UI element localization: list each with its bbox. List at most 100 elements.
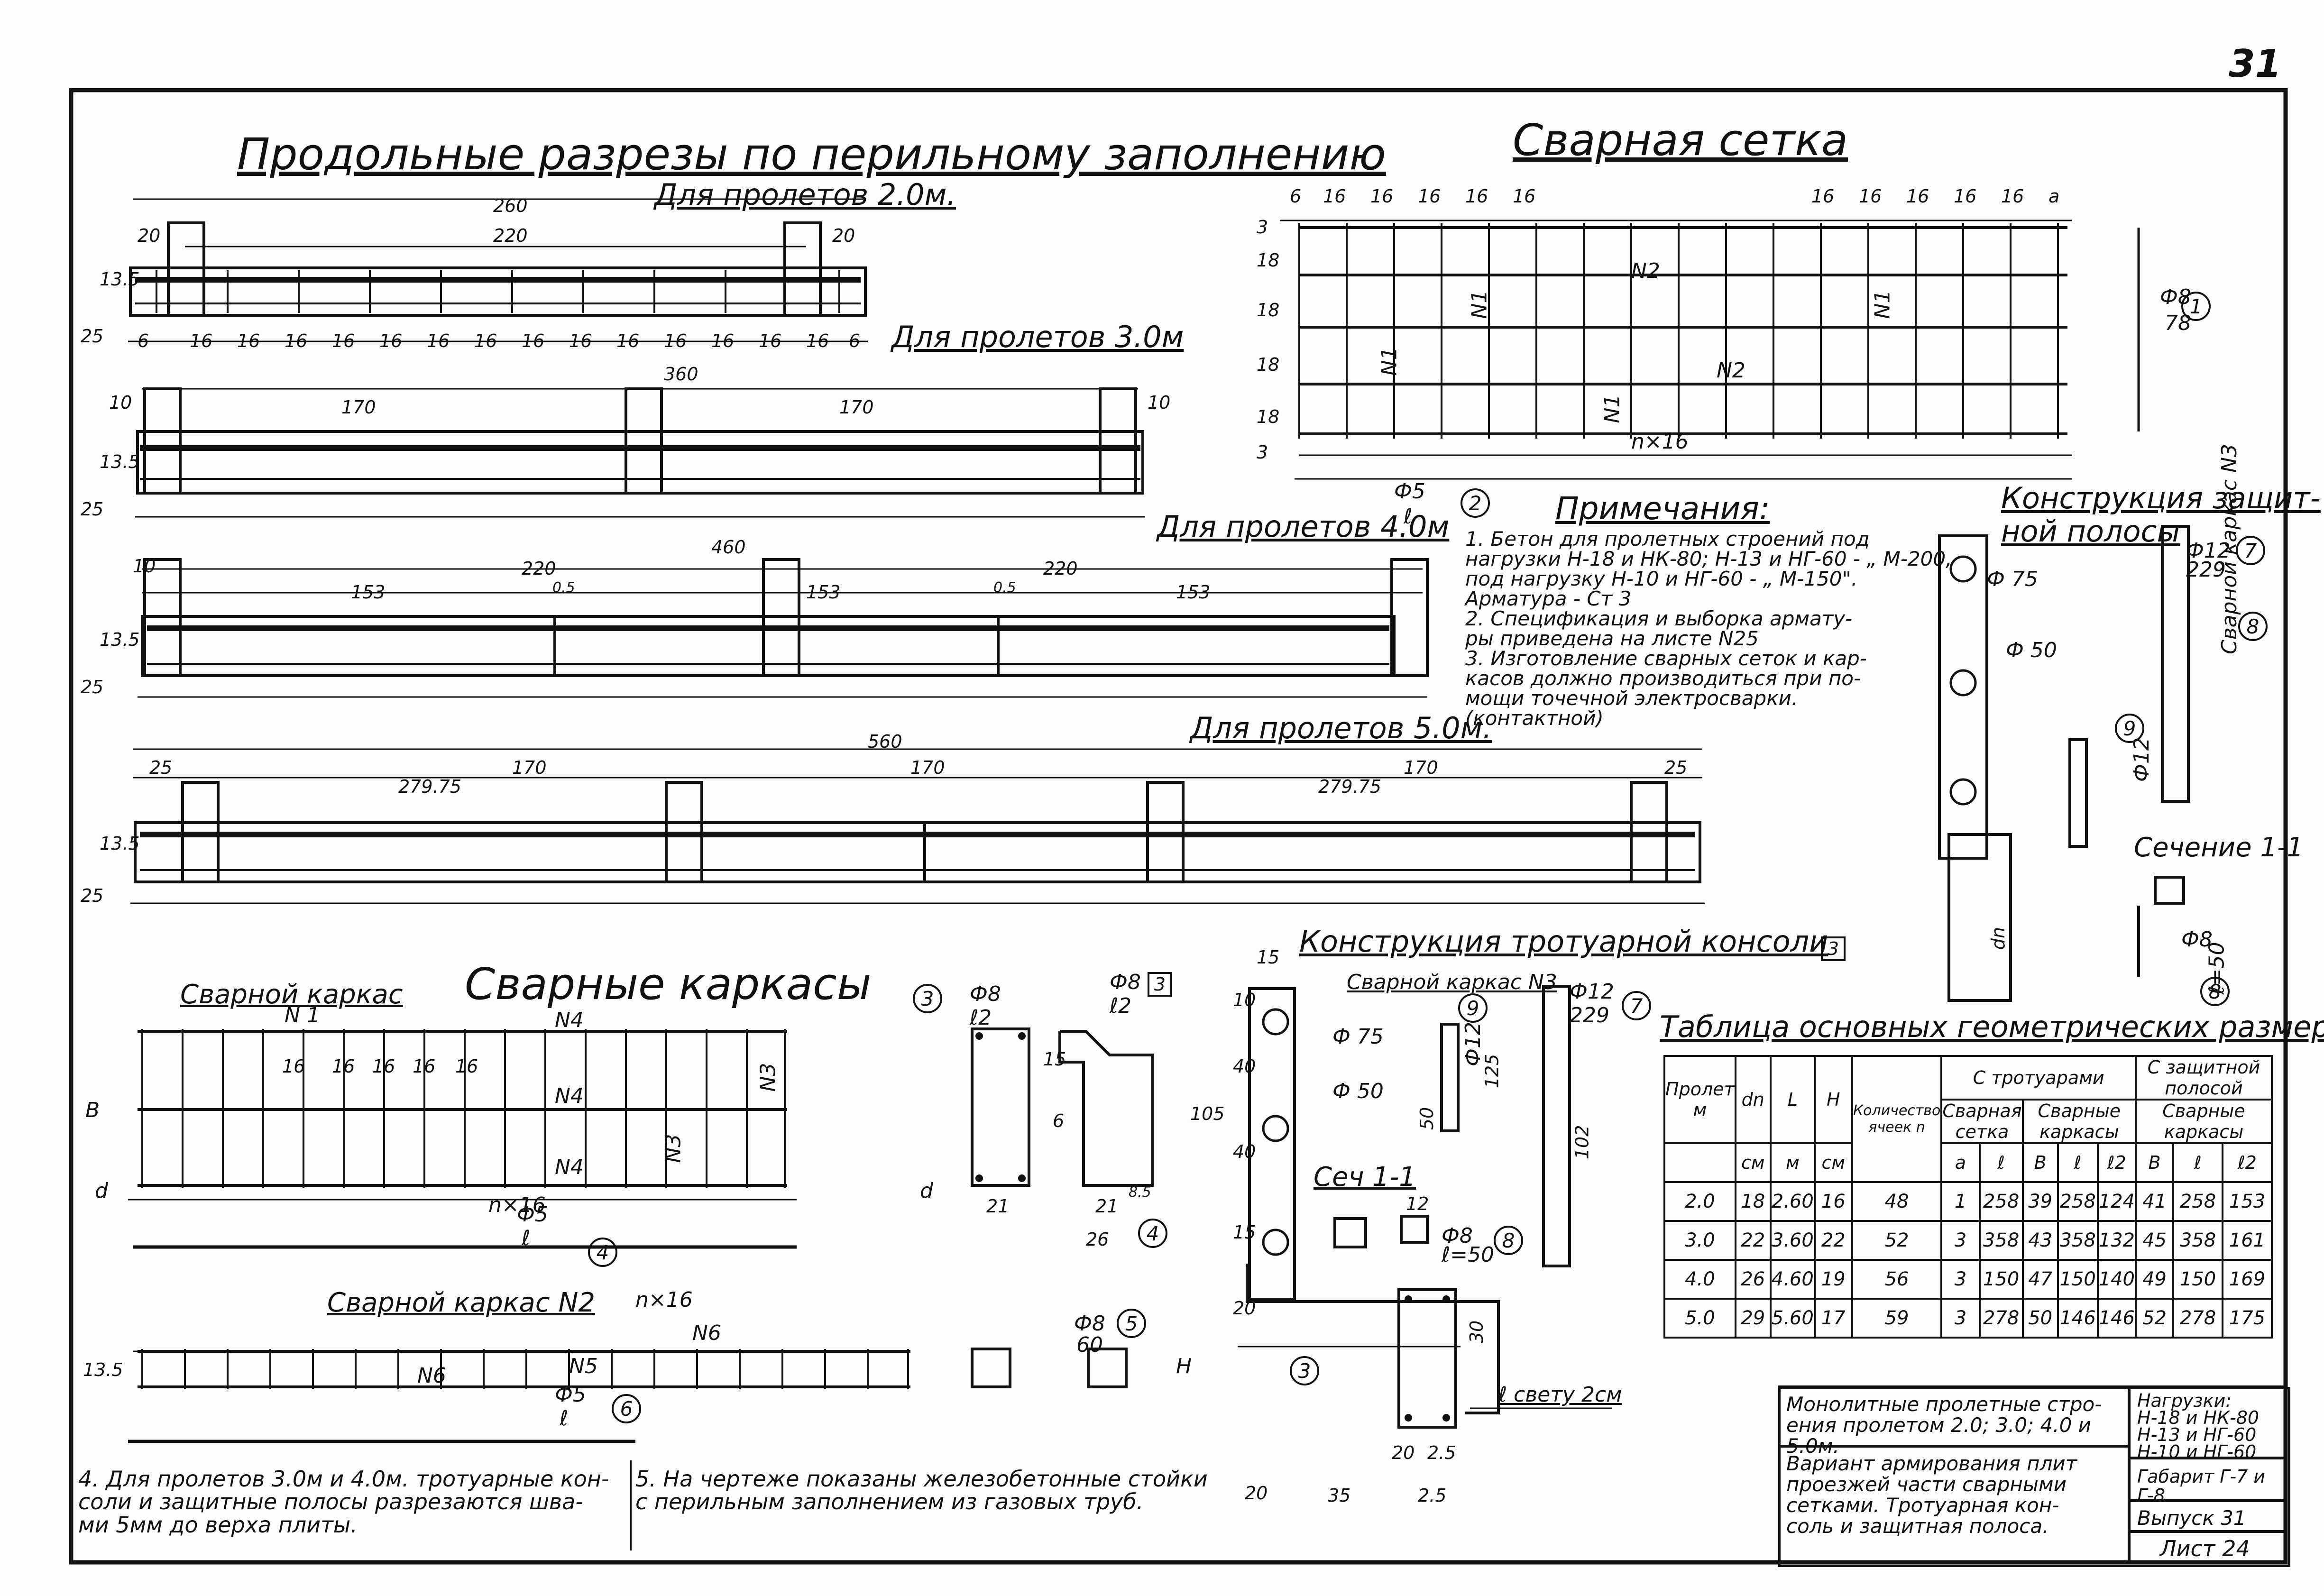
stirrup-h85: 8.5 — [1129, 1184, 1151, 1201]
dim-s20-sp-5: 16 — [379, 330, 403, 351]
frames-d-right: d — [920, 1179, 933, 1203]
geo-h-dn: dn — [1734, 1055, 1772, 1144]
strip-bar8: Ф8 — [2181, 927, 2213, 952]
dim-s20-sp-2: 16 — [237, 330, 260, 351]
section-span-2-0 — [128, 198, 868, 342]
dim-s50-sub-1: 279.75 — [398, 776, 461, 797]
mesh-top-0: 6 — [1290, 186, 1302, 207]
welded-mesh-grid — [1280, 220, 2140, 480]
frames-bar4: Ф5 — [517, 1202, 548, 1227]
geo-h-unit-0: см — [1734, 1142, 1772, 1183]
geo-h-with-strip: С защитной полосой — [2135, 1055, 2273, 1101]
dim-s20-sp-1: 16 — [190, 330, 213, 351]
geo-h-mesh: Сварная сетка — [1940, 1099, 2024, 1144]
dim-s50-bay-3: 170 — [1404, 757, 1438, 778]
title-protective-strip-2: ной полосы — [2001, 514, 2180, 549]
dim-s50-end-left: 25 — [149, 757, 173, 778]
mesh-top-7: 16 — [1859, 186, 1882, 207]
geo-cell: 19 — [1813, 1259, 1853, 1300]
geo-cell: 4.0 — [1663, 1259, 1736, 1300]
geo-cell: 29 — [1734, 1298, 1772, 1339]
stirrup-len3-b: ℓ2 — [1110, 994, 1132, 1018]
frames-b: В — [85, 1098, 100, 1122]
marker-3-square: 3 — [1148, 972, 1172, 997]
dim-s30-total: 360 — [664, 364, 698, 385]
frames-n6-b: N6 — [692, 1321, 721, 1345]
console-h10: 10 — [1233, 990, 1256, 1010]
note-line-10: (контактной) — [1465, 706, 1604, 730]
geo-cell: 278 — [2172, 1298, 2224, 1339]
geo-cell: 5.0 — [1663, 1298, 1736, 1339]
geo-cell: 18 — [1734, 1181, 1772, 1222]
dim-s40-gap-1: 0.5 — [552, 579, 575, 596]
mesh-side-3: 18 — [1257, 354, 1280, 375]
dim-s40-total: 460 — [711, 537, 746, 558]
mesh-side-0: 3 — [1257, 217, 1268, 238]
marker-9: 9 — [1458, 993, 1488, 1023]
dim-s20-sp-0: 6 — [138, 330, 149, 351]
mesh-top-1: 16 — [1323, 186, 1346, 207]
geo-cell: 41 — [2135, 1181, 2175, 1222]
dim-s20-sp-3: 16 — [285, 330, 308, 351]
mesh-side-2: 18 — [1257, 300, 1280, 321]
geo-cell: 150 — [2172, 1259, 2224, 1300]
dim-s30-bay-left: 170 — [341, 397, 376, 418]
geo-cell: 52 — [2135, 1298, 2175, 1339]
mesh-side-1: 18 — [1257, 250, 1280, 271]
stirrup-bar3: Ф8 — [970, 982, 1001, 1006]
dim-s20-inner: 220 — [493, 225, 528, 246]
mesh-top-6: 16 — [1811, 186, 1835, 207]
mesh-n1-a: N1 — [1467, 290, 1492, 319]
mesh-top-9: 16 — [1954, 186, 1977, 207]
stirrup-len3: ℓ2 — [970, 1006, 992, 1030]
frames-n3-a: N3 — [661, 1134, 686, 1163]
geo-cell: 49 — [2135, 1259, 2175, 1300]
geo-cell: 153 — [2222, 1181, 2273, 1222]
geo-cell: 258 — [2172, 1181, 2224, 1222]
dim-s20-sp-6: 16 — [427, 330, 450, 351]
console-len7: 229 — [1570, 1003, 1609, 1027]
geo-cell: 2.0 — [1663, 1181, 1736, 1222]
geo-cell: 150 — [2057, 1259, 2099, 1300]
frames-d-left: d — [95, 1179, 108, 1203]
geo-cell: 4.60 — [1769, 1259, 1816, 1300]
dim-s40-bay-right: 220 — [1043, 558, 1078, 579]
dim-s20-sp-11: 16 — [664, 330, 687, 351]
note-line-6: ры приведена на листе N25 — [1465, 627, 1759, 650]
geo-cell: 52 — [1851, 1220, 1943, 1261]
dim-s20-sp-15: 6 — [849, 330, 861, 351]
frames-n4-b: N4 — [555, 1084, 584, 1108]
geo-cell: 50 — [2021, 1298, 2059, 1339]
frames-sp-2: 16 — [372, 1056, 395, 1077]
dim-s20-end-right: 20 — [832, 225, 855, 246]
title-sidewalk-console: Конструкция тротуарной консоли — [1299, 924, 1828, 959]
geo-cell: 146 — [2096, 1298, 2137, 1339]
mesh-n2-a: N2 — [1631, 259, 1660, 283]
dim-s30-h1: 13.5 — [100, 451, 140, 472]
label-frame-3: Сварной каркас N3 — [1347, 970, 1557, 994]
geo-cell: 132 — [2096, 1220, 2137, 1261]
stirrup-len5: 60 — [1076, 1333, 1103, 1357]
geo-cell: 3 — [1940, 1220, 1981, 1261]
marker-3: 3 — [913, 984, 942, 1013]
marker-9-strip: 9 — [2115, 714, 2144, 743]
console-v30: 30 — [1466, 1320, 1488, 1344]
title-welded-frames: Сварные каркасы — [465, 959, 872, 1009]
geo-cell: 39 — [2021, 1181, 2059, 1222]
title-protective-strip-1: Конструкция защит- — [2001, 481, 2321, 515]
label-frame-1: Сварной каркас — [180, 979, 403, 1010]
marker-8-strip: 8 — [2238, 612, 2268, 641]
geo-h-blank — [1663, 1142, 1736, 1183]
console-w35: 35 — [1328, 1485, 1351, 1506]
geo-cell: 150 — [1978, 1259, 2024, 1300]
geo-cell: 146 — [2057, 1298, 2099, 1339]
geo-cell: 22 — [1813, 1220, 1853, 1261]
console-h105: 105 — [1190, 1103, 1225, 1124]
dim-s30-bay-right: 170 — [839, 397, 874, 418]
sidewalk-console-drawing — [1238, 985, 1612, 1429]
section-span-4-0 — [138, 558, 1429, 698]
note-line-4: Арматура - Ст 3 — [1465, 587, 1632, 610]
